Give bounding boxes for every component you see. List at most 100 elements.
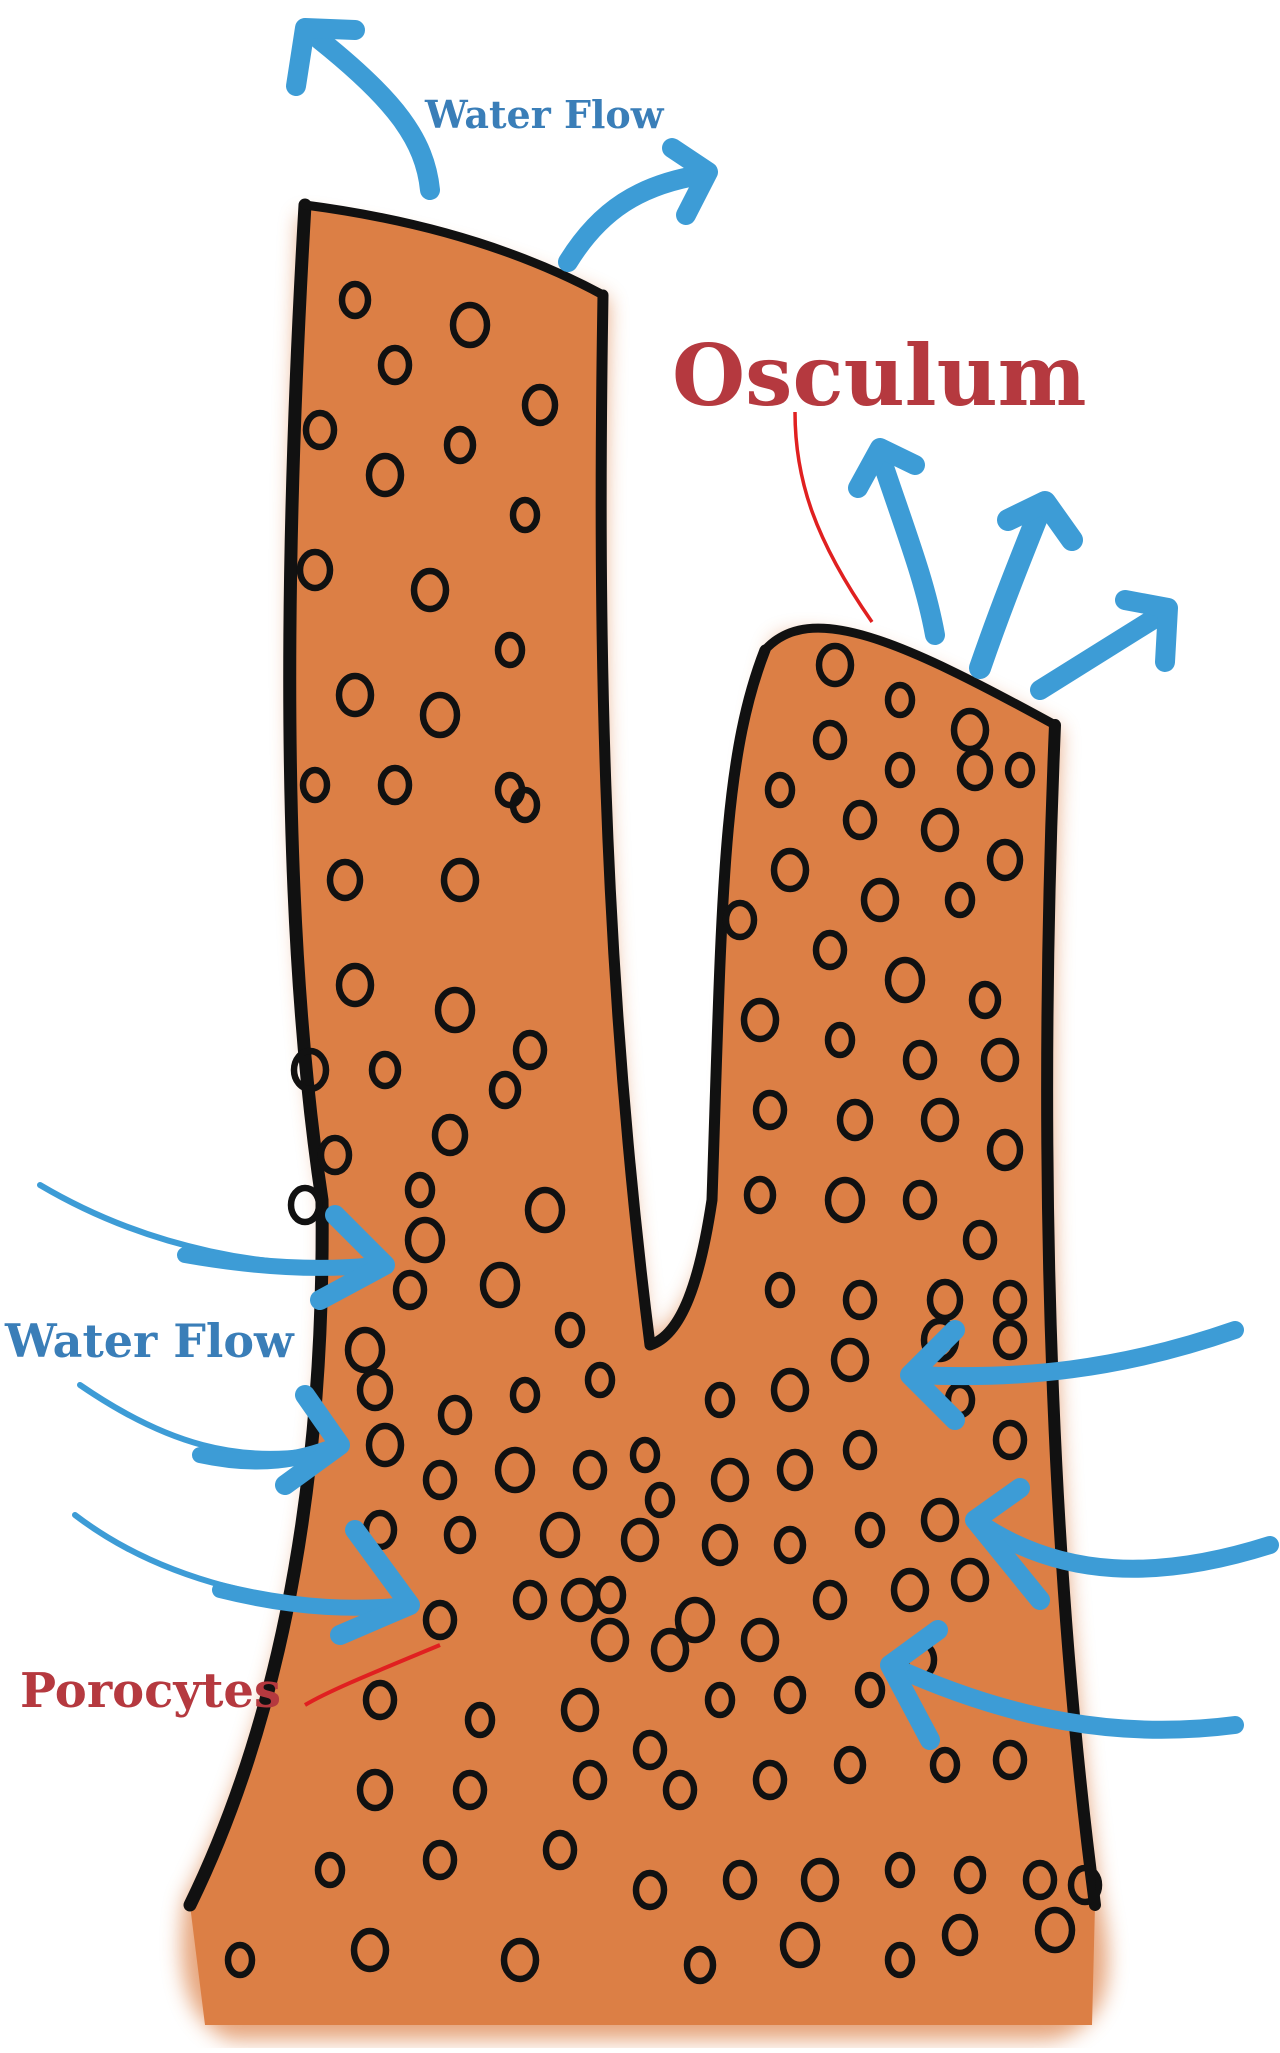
pore-65 [950,1557,990,1603]
pore-44 [494,1446,536,1494]
pore-79 [833,1745,867,1785]
pore-134 [830,1337,870,1383]
pore-52 [539,1511,581,1559]
pore-18 [509,786,541,824]
pore-28 [404,1171,436,1209]
pore-122 [752,1089,788,1131]
label-water-flow-left: Water Flow [4,1314,295,1368]
pore-101 [884,681,916,719]
pore-56 [854,1511,886,1549]
pore-11 [335,672,375,718]
pore-126 [743,1175,777,1215]
pore-78 [752,1759,788,1801]
pore-13 [299,766,331,804]
arrow-osculum-3-head [1115,590,1178,672]
arrow-left-1-head [310,1205,395,1310]
pore-41 [770,1367,810,1413]
label-porocytes: Porocytes [20,1663,281,1719]
label-osculum: Osculum [672,326,1087,425]
pore-24 [317,1134,353,1176]
pore-128 [902,1179,938,1221]
arrow-top-left-1 [310,30,440,200]
pore-7 [509,496,541,534]
pore-32 [344,1326,386,1374]
pore-103 [812,719,848,761]
pore-22 [368,1050,402,1090]
pore-68 [560,1687,600,1733]
pore-77 [662,1769,698,1811]
arrow-left-3-head [330,1520,420,1645]
pore-63 [812,1579,848,1621]
arrow-osculum-3 [1030,605,1170,700]
pore-67 [464,1701,496,1739]
pore-120 [902,1039,938,1081]
pore-14 [377,764,413,806]
pore-132 [926,1278,964,1322]
pore-117 [968,980,1002,1020]
pore-139 [632,1729,668,1771]
pore-39 [629,1436,661,1474]
pore-91 [224,1941,256,1979]
pore-88 [884,1851,916,1889]
arrow-top-left-2-head [662,138,718,225]
pore-42 [365,1422,405,1468]
arrow-osculum-2-head [997,491,1083,551]
pore-93 [500,1937,540,1983]
pore-19 [335,962,375,1008]
pore-66 [362,1679,398,1721]
pore-119 [824,1021,856,1059]
pore-5 [443,425,477,465]
pore-61 [674,1596,716,1644]
pore-26 [488,1070,522,1110]
pore-130 [764,1271,796,1309]
pore-96 [884,1941,916,1979]
arrow-right-2 [966,1511,1279,1578]
pore-48 [776,1448,814,1492]
pore-114 [722,899,758,941]
pore-108 [842,799,878,841]
pore-53 [620,1517,660,1563]
pore-3 [521,383,559,427]
pore-141 [560,1577,600,1623]
arrow-left-1-shaft [177,1247,383,1276]
arrow-top-left-1-head [286,18,365,96]
pore-57 [920,1497,960,1543]
pore-81 [992,1739,1028,1781]
water-flow-arrows [37,18,1279,1750]
pore-112 [860,877,900,923]
pore-49 [842,1429,878,1471]
pore-116 [884,956,926,1004]
pore-35 [356,1368,394,1412]
pore-45 [572,1449,608,1491]
pore-34 [554,1311,586,1349]
pore-140 [590,1617,630,1663]
pore-30 [392,1269,428,1311]
pore-113 [944,881,976,919]
arrow-left-2-head [275,1385,350,1495]
pore-100 [815,642,855,688]
pore-1 [449,301,491,349]
pore-9 [410,567,450,613]
pore-84 [542,1829,578,1871]
pore-83 [422,1839,458,1881]
pore-94 [683,1945,717,1985]
pore-98 [1034,1906,1076,1954]
pore-2 [377,344,413,386]
pore-23 [512,1029,548,1071]
pore-110 [986,838,1024,882]
pore-86 [722,1859,758,1901]
arrow-right-1 [906,1321,1244,1386]
pore-37 [509,1376,541,1414]
pore-127 [824,1176,866,1224]
arrow-osculum-2 [969,499,1051,679]
pore-16 [326,858,364,902]
pore-124 [920,1097,960,1143]
pore-97 [941,1913,979,1957]
pore-99 [1067,1864,1103,1906]
pore-47 [710,1457,750,1503]
pore-131 [842,1279,878,1321]
pore-82 [314,1851,346,1889]
pore-64 [890,1567,930,1613]
arrow-right-3-head [880,1620,948,1750]
